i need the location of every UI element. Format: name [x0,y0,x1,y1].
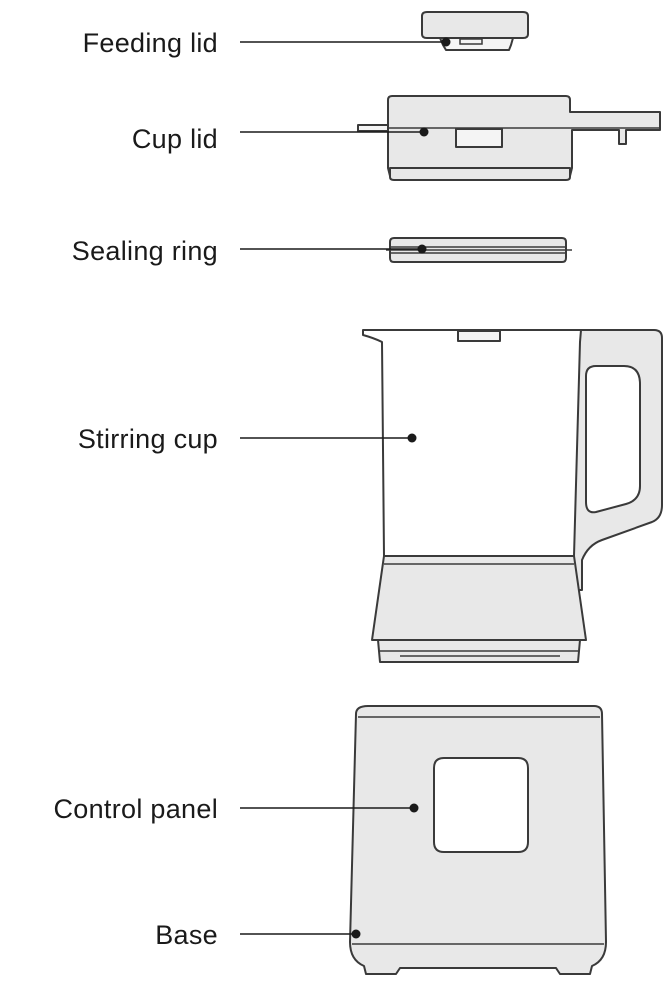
callout-base: Base [155,920,361,950]
callout-control-panel: Control panel [53,794,419,824]
label-cup-lid: Cup lid [132,124,218,154]
label-feeding-lid: Feeding lid [83,28,218,58]
callout-cup-lid: Cup lid [132,124,429,154]
callout-sealing-ring: Sealing ring [72,236,427,266]
pointer-dot [417,244,427,254]
label-sealing-ring: Sealing ring [72,236,218,266]
pointer-dot [419,127,429,137]
pointer-dot [409,803,419,813]
label-base: Base [155,920,218,950]
pointer-dot [441,37,451,47]
callout-stirring-cup: Stirring cup [78,424,417,454]
stirring-cup-illustration [362,329,663,663]
sealing-ring-illustration [386,237,572,263]
label-stirring-cup: Stirring cup [78,424,218,454]
base-illustration [349,705,607,975]
cup-lid-illustration [357,95,661,181]
label-control-panel: Control panel [53,794,218,824]
feeding-lid-illustration [421,11,529,51]
pointer-dot [351,929,361,939]
callout-feeding-lid: Feeding lid [83,28,451,58]
pointer-dot [407,433,417,443]
